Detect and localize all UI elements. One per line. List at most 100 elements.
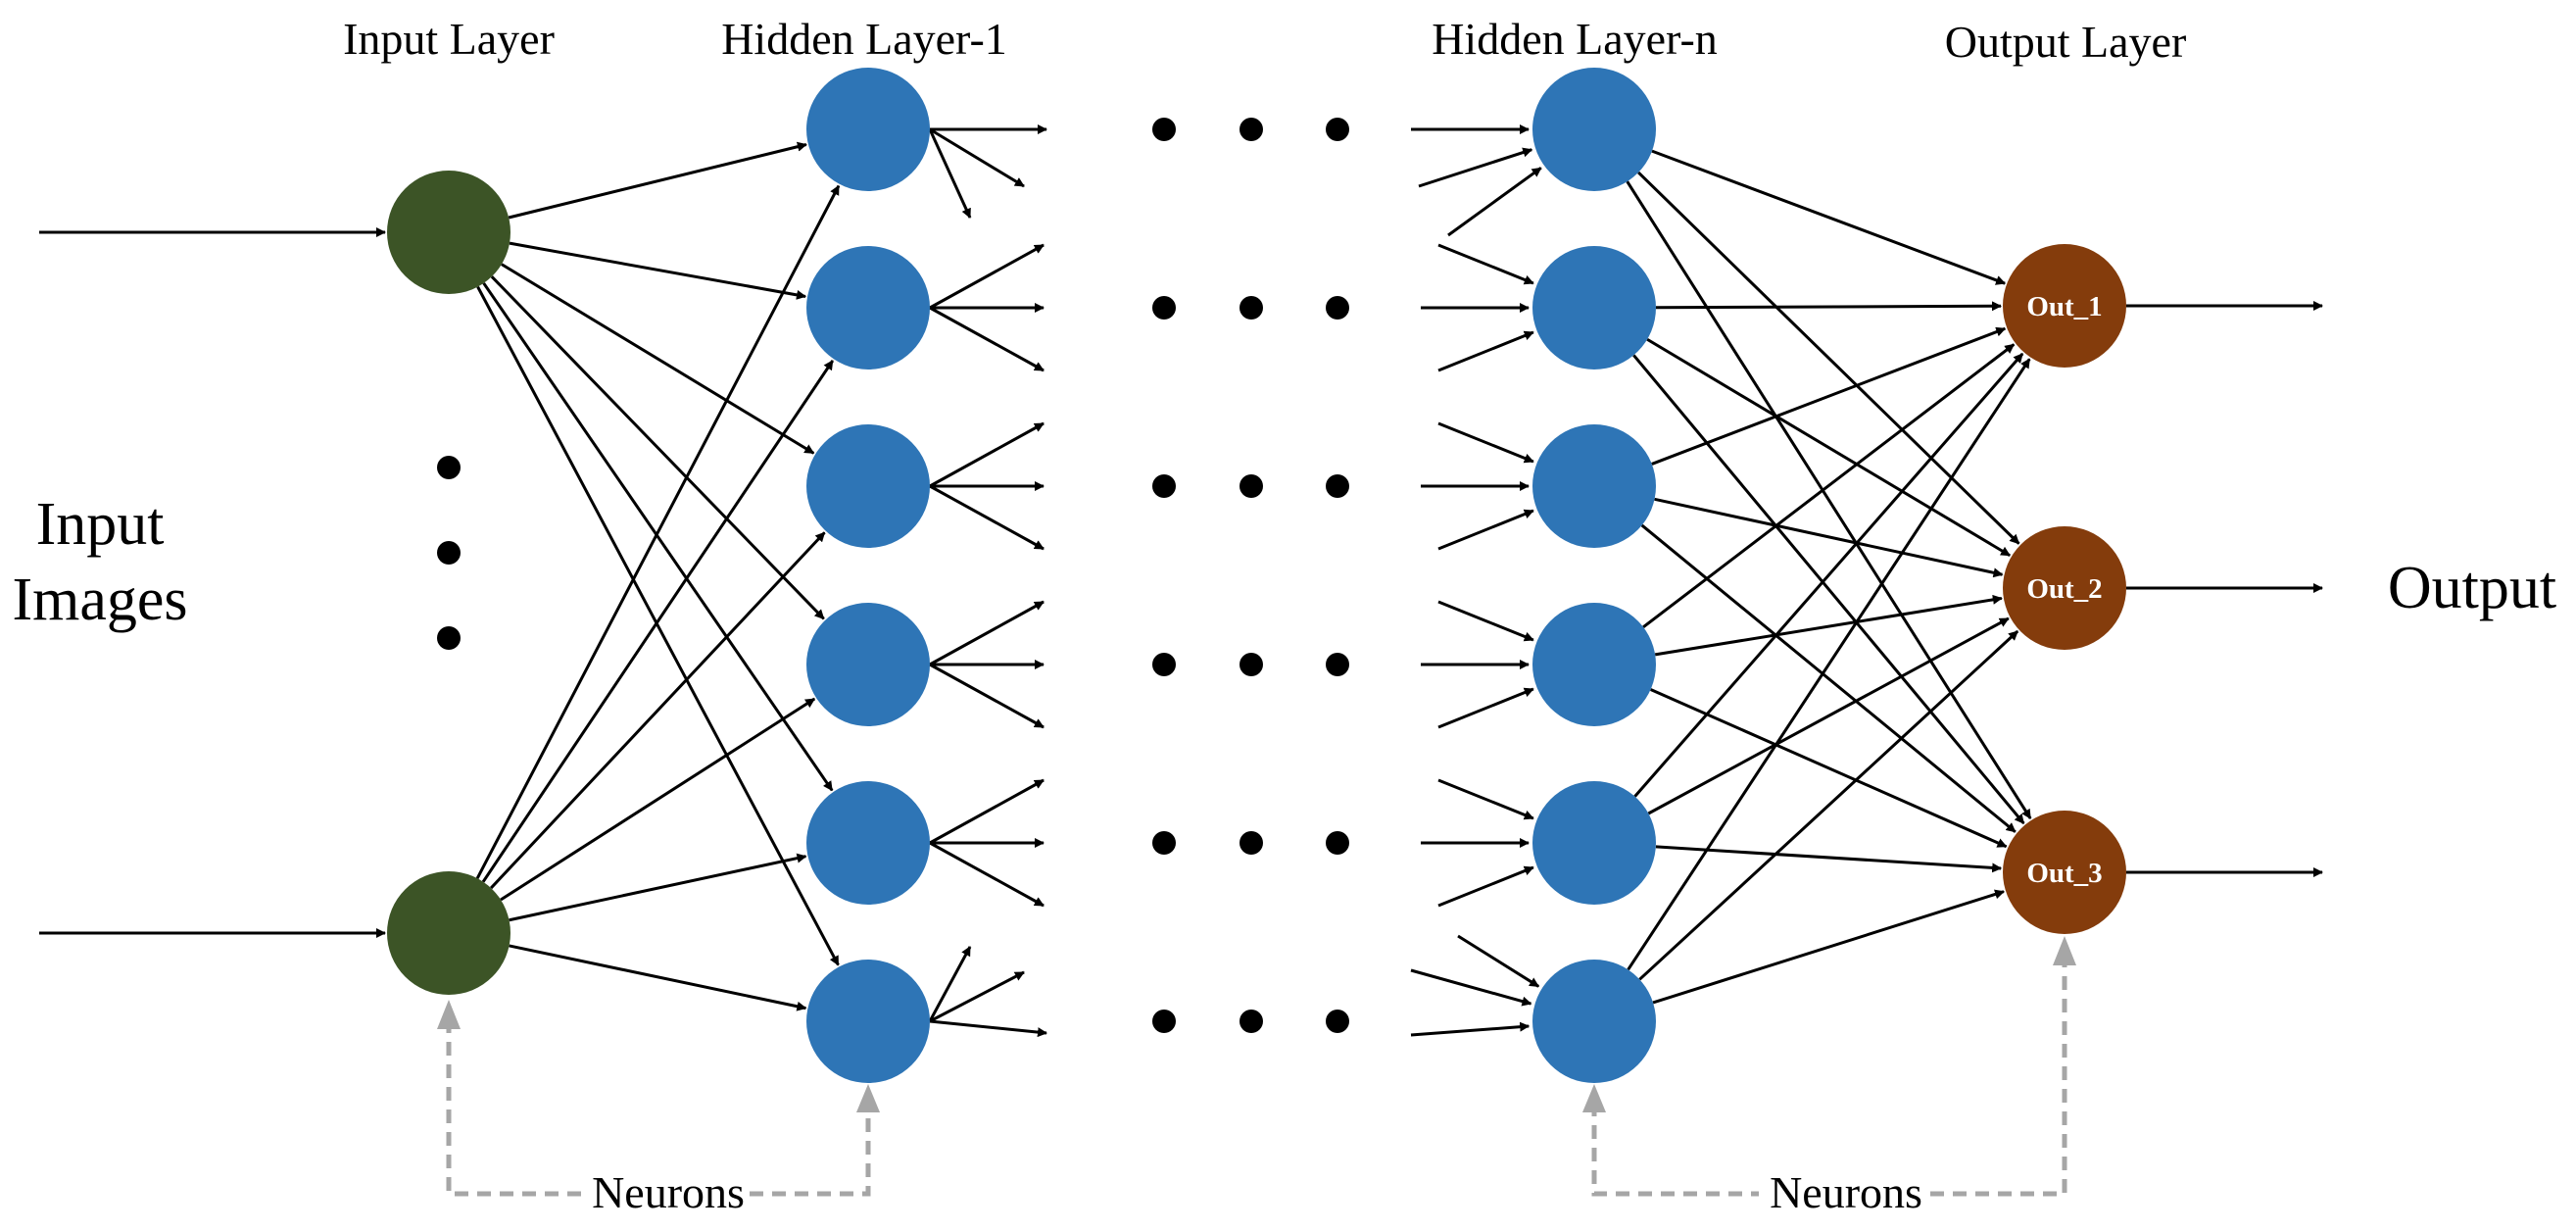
fan-in-arrow (1418, 147, 1533, 188)
edge-hidden-output (1647, 616, 2010, 815)
hidden-layer-n-title: Hidden Layer-n (1432, 14, 1718, 64)
hidden-node (1532, 246, 1656, 370)
ellipsis-dot (1239, 653, 1263, 676)
edge-input-hidden1 (509, 944, 807, 1011)
edge-input-hidden1 (481, 360, 835, 883)
edge-hidden-output (1627, 358, 2031, 971)
output-label: Output (2388, 555, 2556, 621)
fan-out-arrow (929, 600, 1045, 666)
edge-input-hidden1 (508, 141, 807, 220)
connection-edges (39, 124, 2323, 1038)
edge-input-hidden1 (509, 853, 807, 922)
edge-input-hidden1 (509, 241, 807, 300)
hidden-node (806, 603, 930, 726)
output-node-3 (2003, 811, 2126, 934)
ellipsis-dot (1326, 296, 1349, 320)
hidden-node (806, 68, 930, 191)
edge-hidden-output (1638, 629, 2019, 981)
hidden-node (1532, 960, 1656, 1083)
ellipsis-dot (1239, 831, 1263, 855)
fan-in-arrow (1437, 778, 1534, 820)
ellipsis-dot (1239, 1010, 1263, 1033)
input-layer-title: Input Layer (343, 14, 555, 64)
hidden-node (806, 960, 930, 1083)
edge-hidden-output (1640, 523, 2017, 833)
ellipsis-dots (437, 118, 1349, 1033)
fan-in-arrow (1437, 330, 1534, 372)
ellipsis-dot (1326, 653, 1349, 676)
hidden-node (1532, 68, 1656, 191)
neurons-pointer-right (1591, 951, 2067, 1197)
fan-out-arrow (928, 128, 972, 219)
output-node-2-label: Out_2 (2026, 573, 2102, 605)
input-node (387, 871, 510, 995)
ellipsis-dot (1152, 474, 1176, 498)
neurons-arrowhead (2053, 936, 2076, 965)
hidden-layer-1-title: Hidden Layer-1 (721, 14, 1007, 64)
edge-hidden-output (1626, 180, 2032, 819)
edge-hidden-output (1654, 594, 2003, 657)
fan-in-arrow (1437, 865, 1534, 908)
ellipsis-dot (1239, 296, 1263, 320)
edge-hidden-output (1650, 688, 2008, 849)
neurons-label-right: Neurons (1770, 1167, 1922, 1217)
edge-hidden-output (1646, 337, 2012, 558)
fan-in-arrow (1437, 600, 1534, 642)
neurons-pointer-left (446, 1019, 871, 1197)
fan-in-arrow (1410, 1021, 1531, 1037)
ellipsis-dot (1326, 831, 1349, 855)
output-node-1 (2003, 244, 2126, 368)
hidden-node (806, 246, 930, 370)
fan-in-arrow (1437, 243, 1534, 285)
input-ellipsis-dot (437, 456, 461, 479)
hidden-layer-n-nodes (1532, 68, 1656, 1083)
input-node (387, 171, 510, 294)
edge-input-hidden1 (475, 184, 841, 879)
fan-out-arrow (929, 663, 1045, 729)
edge-hidden-output (1655, 301, 2003, 312)
input-images-label-line2: Images (12, 567, 187, 633)
output-node-3-label: Out_3 (2026, 858, 2102, 889)
ellipsis-dot (1326, 118, 1349, 141)
hidden-layer-1-nodes (806, 68, 930, 1083)
output-layer-title: Output Layer (1945, 17, 2187, 67)
neurons-arrowhead (437, 1000, 461, 1029)
ellipsis-dot (1239, 118, 1263, 141)
edge-hidden-output (1651, 326, 2007, 466)
ellipsis-dot (1326, 474, 1349, 498)
edge-input-hidden1 (490, 531, 826, 890)
fan-in-arrow (1437, 687, 1534, 729)
fan-out-arrow (929, 778, 1045, 845)
edge-input-hidden1 (476, 285, 840, 966)
fan-out-arrow (929, 127, 1025, 188)
input-ellipsis-dot (437, 541, 461, 565)
edge-hidden-output (1637, 171, 2020, 545)
input-images-label-line1: Input (36, 491, 165, 558)
ellipsis-dot (1152, 653, 1176, 676)
hidden-node (1532, 603, 1656, 726)
output-node-1-label: Out_1 (2026, 291, 2102, 322)
neurons-label-left: Neurons (592, 1167, 745, 1217)
fan-out-arrow (929, 421, 1045, 488)
output-node-2 (2003, 526, 2126, 650)
edge-hidden-output (1632, 354, 2025, 825)
fan-in-arrow (1437, 509, 1534, 551)
edge-hidden-output (1651, 149, 2007, 285)
ellipsis-dot (1152, 118, 1176, 141)
fan-in-arrow (1437, 421, 1534, 464)
fan-out-arrow (929, 306, 1045, 372)
fan-out-arrow (929, 1019, 1047, 1038)
edge-input-hidden1 (501, 263, 815, 455)
edge-input-hidden1 (482, 282, 834, 792)
input-ellipsis-dot (437, 626, 461, 650)
fan-in-arrow (1410, 968, 1532, 1007)
ellipsis-dot (1326, 1010, 1349, 1033)
ellipsis-dot (1152, 1010, 1176, 1033)
ellipsis-dot (1239, 474, 1263, 498)
neurons-arrowhead (1582, 1084, 1606, 1112)
edge-input-hidden1 (490, 275, 825, 620)
ellipsis-dot (1152, 296, 1176, 320)
hidden-node (1532, 424, 1656, 548)
edge-hidden-output (1654, 497, 2004, 578)
fan-in-arrow (1447, 167, 1542, 237)
